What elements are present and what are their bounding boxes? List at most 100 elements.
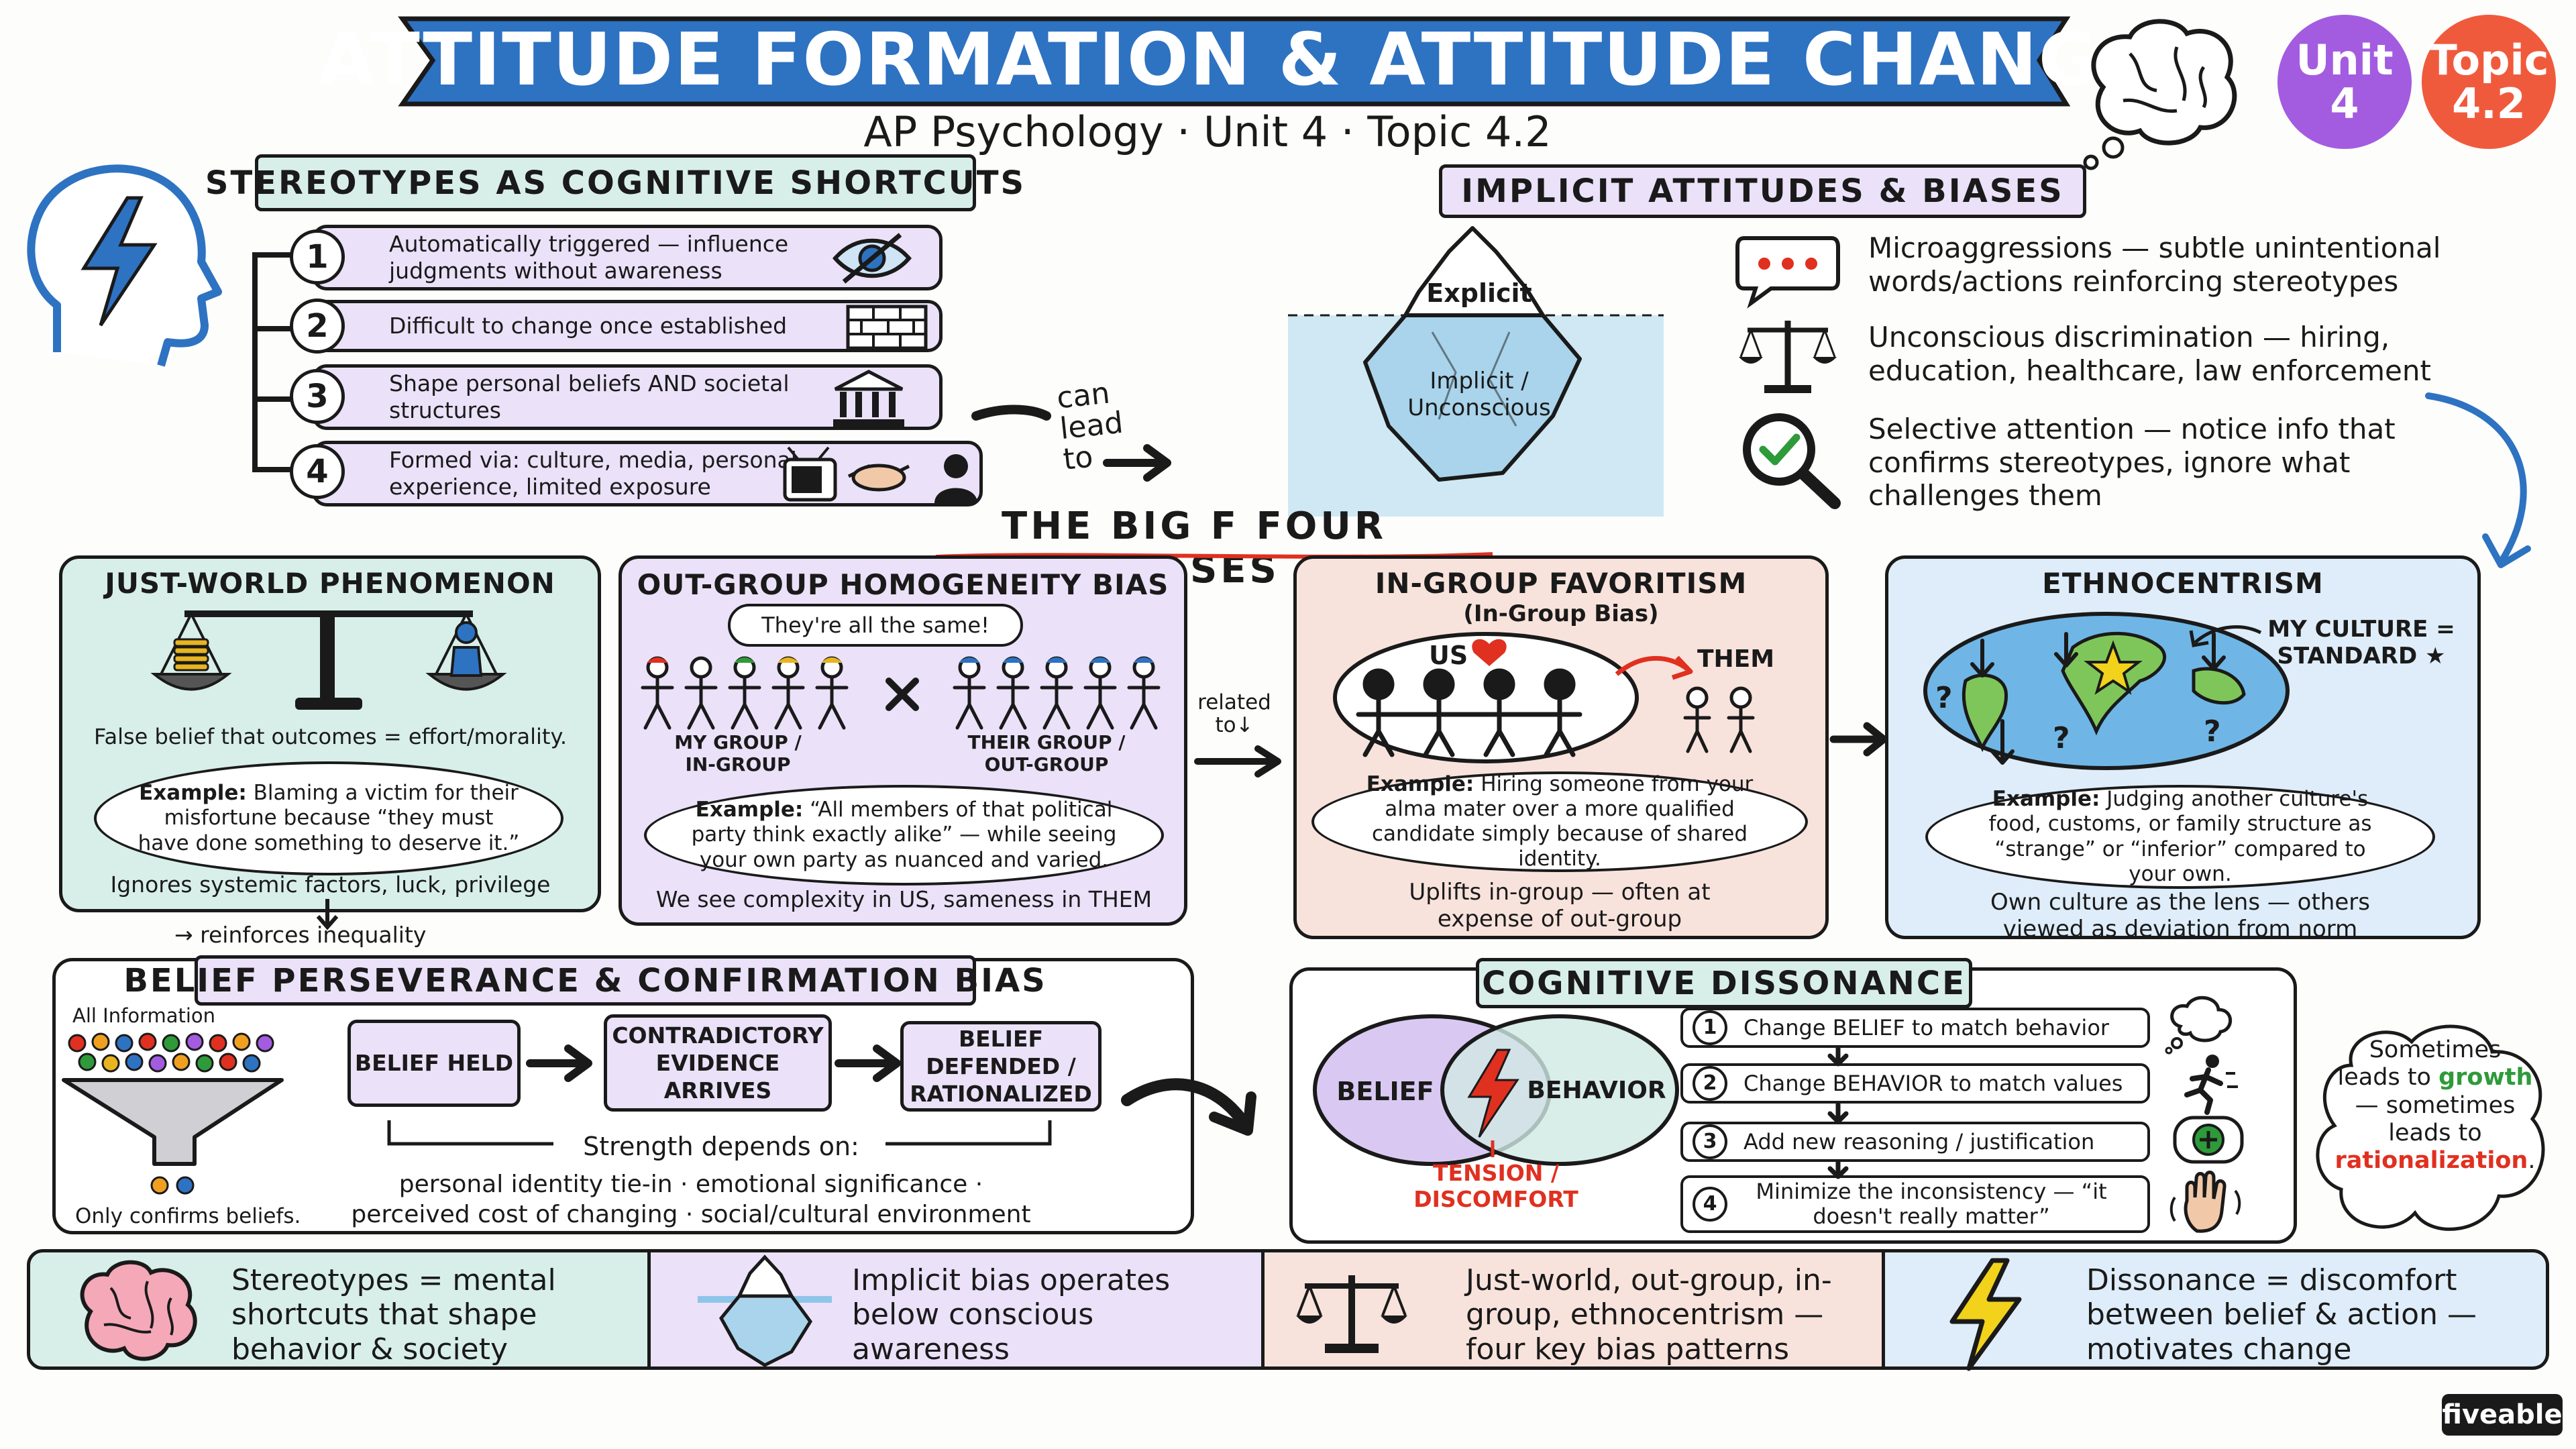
- topic-badge: Topic 4.2: [2422, 15, 2556, 149]
- ingroup-example-label: Example:: [1366, 771, 1474, 796]
- strength-bracket: [387, 1120, 1052, 1146]
- side-note-cloud: [2316, 1024, 2545, 1231]
- lightning-icon: [1949, 1258, 2022, 1371]
- ingroup-summary: Uplifts in-group — often at expense of o…: [1409, 879, 1711, 933]
- topic-badge-label: Topic: [2428, 35, 2549, 85]
- summary-text-3: Just-world, out-group, in-group, ethnoce…: [1466, 1263, 1832, 1366]
- belief-behavior-venn: [1313, 1014, 1679, 1166]
- ingroup-us-label: US: [1429, 641, 1468, 670]
- ethno-summary: Own culture as the lens — others viewed …: [1990, 889, 2370, 943]
- stereotype-num-3: 3: [290, 369, 345, 424]
- flow-belief-held: Belief held: [347, 1020, 521, 1107]
- outgroup-their-group: Their group / Out-group: [967, 731, 1126, 776]
- tension-label: TENSION / DISCOMFORT: [1413, 1160, 1578, 1212]
- just-world-title: Just-World Phenomenon: [105, 567, 555, 600]
- stereotypes-heading: Stereotypes as Cognitive Shortcuts: [205, 154, 1024, 211]
- just-world-example-label: Example:: [139, 781, 247, 806]
- just-world-ignores: Ignores systemic factors, luck, privileg…: [110, 871, 551, 898]
- dissonance-option-2-text: Change BEHAVIOR to match values: [1743, 1070, 2123, 1096]
- running-person-icon: [2184, 1055, 2238, 1115]
- outgroup-example: Example: “All members of that political …: [644, 785, 1164, 885]
- topic-badge-value: 4.2: [2452, 79, 2526, 128]
- outgroup-my-group: My group / In-group: [674, 731, 802, 776]
- dissonance-heading: Cognitive Dissonance: [1476, 958, 1972, 1008]
- ethno-callout: My culture = standard ★: [2267, 616, 2455, 670]
- tv-handshake-person-icon: [783, 446, 977, 503]
- stereotype-item-2: Difficult to change once established: [312, 300, 943, 352]
- title-banner: [398, 16, 2071, 107]
- flow-arrow-1: [526, 1044, 592, 1082]
- brick-wall-icon: [846, 305, 928, 350]
- thinking-brain-icon: [2083, 19, 2237, 170]
- dissonance-option-2: 2 Change BEHAVIOR to match values: [1680, 1063, 2150, 1104]
- just-world-example: Example: Blaming a victim for their misf…: [94, 761, 564, 875]
- unit-badge: Unit 4: [2277, 15, 2412, 149]
- dissonance-option-3-num: 3: [1693, 1124, 1727, 1159]
- dissonance-option-4-num: 4: [1693, 1187, 1727, 1222]
- implicit-to-ethno-arrow: [2425, 392, 2531, 568]
- stereotype-item-3-text: Shape personal beliefs AND societal stru…: [389, 370, 790, 423]
- strength-line-2: perceived cost of changing · social/cult…: [351, 1201, 1031, 1228]
- funnel-icon: [62, 1032, 284, 1195]
- ethno-example-text: Judging another culture's food, customs,…: [1988, 787, 2372, 886]
- eye-slash-icon: [833, 233, 912, 284]
- side-note-text: Sometimes leads to growth — sometimes le…: [2334, 1036, 2536, 1175]
- unit-badge-value: 4: [2330, 79, 2359, 128]
- iceberg-implicit-label: Implicit / Unconscious: [1407, 368, 1551, 422]
- stereotype-item-4-text: Formed via: culture, media, personal exp…: [389, 447, 797, 500]
- ingroup-them-label: THEM: [1697, 645, 1775, 673]
- only-confirms-label: Only confirms beliefs.: [75, 1204, 301, 1228]
- side-note-rationalization: rationalization: [2334, 1147, 2528, 1175]
- flow-belief-defended: Belief defended / rationalized: [900, 1021, 1102, 1112]
- selective-attention-text: Selective attention — notice info that c…: [1868, 413, 2396, 513]
- dissonance-option-4: 4 Minimize the inconsistency — “it doesn…: [1680, 1175, 2150, 1233]
- all-information-label: All Information: [72, 1004, 216, 1027]
- head-lightning-icon: [27, 164, 222, 367]
- scales-icon: [1739, 321, 1837, 393]
- page-subtitle: AP Psychology · Unit 4 · Topic 4.2: [863, 107, 1552, 156]
- ethno-callout-arrow: [2189, 625, 2262, 647]
- side-note-mid: — sometimes leads to: [2355, 1091, 2516, 1146]
- iceberg-diagram: [1288, 226, 1664, 517]
- speech-bubble-icon: [1735, 236, 1840, 309]
- just-world-scale-icon: [150, 610, 507, 710]
- outgroup-example-text: “All members of that political party thi…: [691, 798, 1117, 872]
- outgroup-example-label: Example:: [695, 798, 804, 822]
- related-to-label: related to↓: [1197, 690, 1271, 738]
- summary-text-4: Dissonance = discomfort between belief &…: [2086, 1263, 2477, 1366]
- strength-line-1: personal identity tie-in · emotional sig…: [398, 1171, 983, 1198]
- just-world-down-arrow: [316, 899, 339, 930]
- magnifier-check-icon: [1743, 413, 1841, 509]
- unit-badge-label: Unit: [2296, 35, 2394, 85]
- institution-building-icon: [833, 370, 904, 427]
- ethnocentrism-title: Ethnocentrism: [2042, 567, 2324, 600]
- svg-text:?: ?: [2204, 714, 2221, 749]
- brand-logo: fiveable: [2442, 1394, 2563, 1436]
- plus-bubble-icon: [2173, 1116, 2244, 1164]
- perseverance-to-dissonance-arrow: [1121, 1078, 1256, 1136]
- dissonance-option-4-text: Minimize the inconsistency — “it doesn't…: [1756, 1179, 2107, 1229]
- unconscious-discrimination-text: Unconscious discrimination — hiring, edu…: [1868, 321, 2431, 387]
- stereotype-item-3: Shape personal beliefs AND societal stru…: [312, 364, 943, 430]
- dissonance-option-3-text: Add new reasoning / justification: [1743, 1128, 2095, 1155]
- dissonance-option-1: 1 Change BELIEF to match behavior: [1680, 1008, 2150, 1048]
- brain-icon: [80, 1260, 197, 1361]
- venn-behavior-label: BEHAVIOR: [1527, 1077, 1666, 1104]
- stereotype-item-4: Formed via: culture, media, personal exp…: [312, 441, 983, 506]
- dissonance-option-3: 3 Add new reasoning / justification: [1680, 1122, 2150, 1162]
- dissonance-option-2-num: 2: [1693, 1066, 1727, 1101]
- just-world-reinforces: → reinforces inequality: [174, 922, 427, 948]
- stereotype-num-2: 2: [290, 299, 345, 354]
- page-title: ATTITUDE FORMATION & ATTITUDE CHANGE: [318, 18, 2151, 102]
- iceberg-explicit-label: Explicit: [1426, 278, 1532, 308]
- belief-perseverance-heading: Belief Perseverance & Confirmation Bias: [123, 955, 1045, 1006]
- thought-cloud-icon: [2165, 996, 2233, 1055]
- related-to-arrow: [1194, 745, 1281, 777]
- summary-cell-3: Just-world, out-group, in-group, ethnoce…: [1265, 1249, 1885, 1370]
- outgroup-title: Out-Group Homogeneity Bias: [637, 568, 1169, 601]
- scales-icon: [1296, 1275, 1407, 1353]
- just-world-belief: False belief that outcomes = effort/mora…: [93, 724, 567, 749]
- outgroup-speech-bubble: They're all the same!: [728, 604, 1023, 647]
- outgroup-summary: We see complexity in US, sameness in THE…: [655, 886, 1152, 912]
- summary-text-1: Stereotypes = mental shortcuts that shap…: [231, 1263, 556, 1366]
